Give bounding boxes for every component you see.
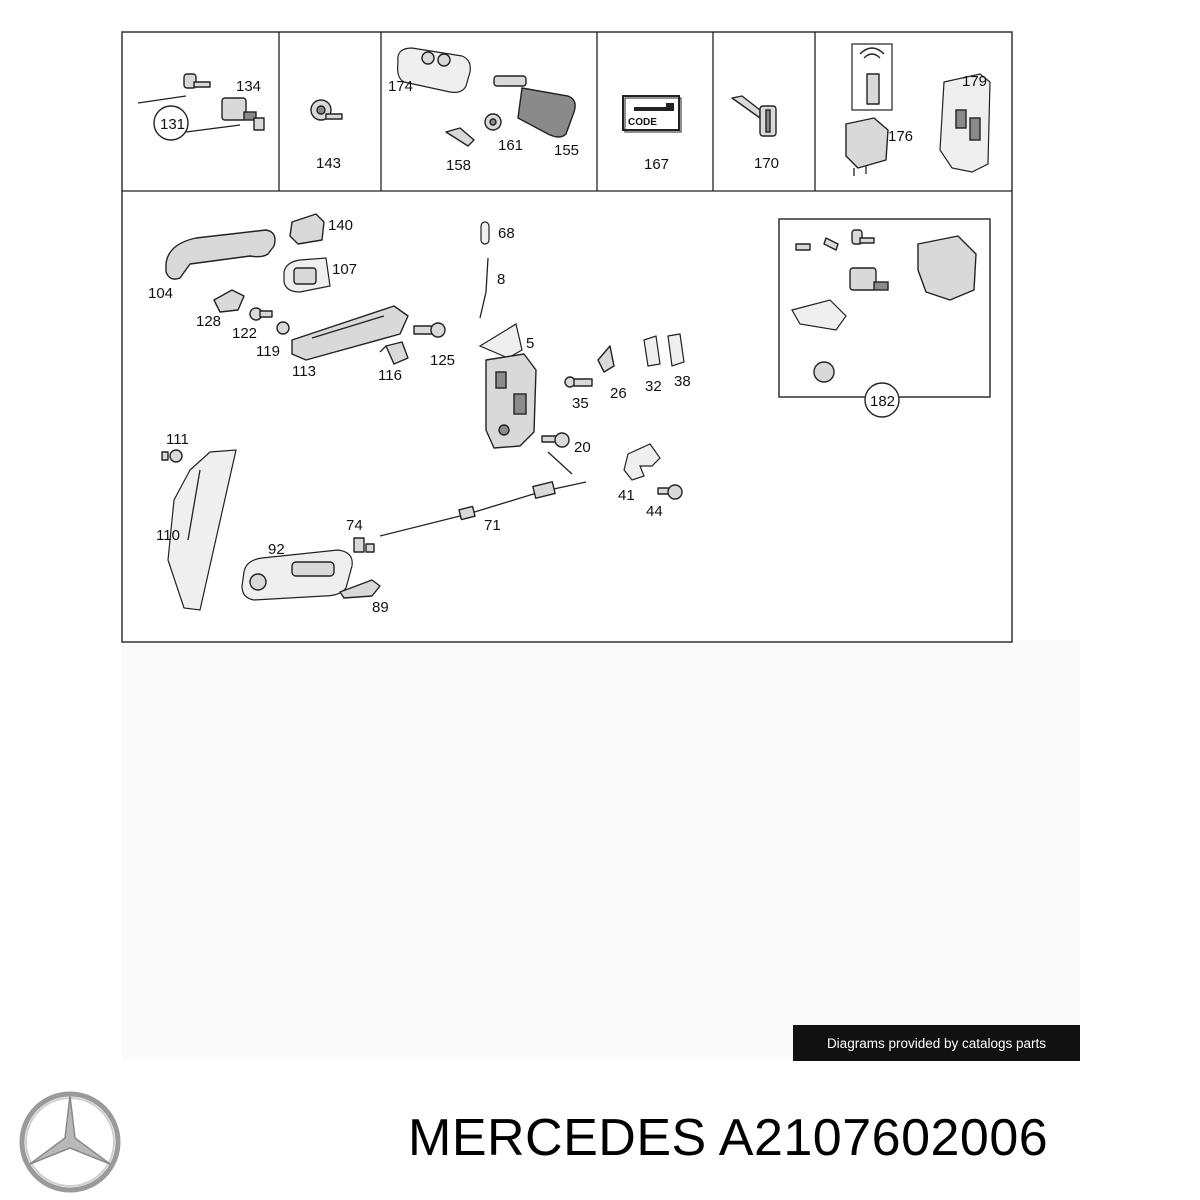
part-key-fob-cover [397,47,471,93]
part-cable-clip [353,537,375,553]
part-clip [213,289,245,313]
callout-111: 111 [166,431,189,448]
part-frame-channel [167,449,237,611]
part-mechanical-key [731,95,777,137]
callout-104: 104 [148,285,173,302]
part-handle-seal [283,257,331,293]
part-handle-trim [339,579,381,599]
callout-122: 122 [232,325,257,342]
callout-circle-182 [864,382,900,418]
part-control-module [845,117,889,176]
mercedes-star-icon [19,1091,121,1193]
callout-71: 71 [484,517,501,534]
callout-44: 44 [646,503,663,520]
callout-182: 182 [870,393,895,410]
callout-107: 107 [332,261,357,278]
callout-110: 110 [156,527,180,544]
part-remote-transmitter [851,43,893,111]
part-rod-clip [480,221,490,245]
part-shim [643,335,661,367]
part-lock-screw [541,432,570,448]
part-cover-plate [667,333,685,367]
parts-diagram: 131 134 143 174 161 155 158 CODE 167 [121,31,1080,1060]
part-striker-bolt [564,376,593,388]
part-key-washer [484,113,502,131]
part-cylinder-nut [310,99,343,121]
part-control-rod [479,257,489,319]
callout-113: 113 [292,363,316,380]
callout-140: 140 [328,217,353,234]
part-catch-screw [657,484,683,500]
part-striker [597,345,615,373]
part-inner-door-handle [241,549,353,601]
product-title: MERCEDES A2107602006 [408,1109,1049,1167]
callout-38: 38 [674,373,691,390]
callout-41: 41 [618,487,635,504]
callout-161: 161 [498,137,523,154]
callout-128: 128 [196,313,221,330]
part-bracket-clip [379,341,409,365]
callout-20: 20 [574,439,591,456]
part-door-catch [623,443,661,481]
callout-143: 143 [316,155,341,172]
part-outer-door-handle [165,229,276,280]
inset-parts [791,229,977,383]
part-door-lock [478,323,537,449]
callout-74: 74 [346,517,363,534]
part-handle-carrier [291,305,409,361]
part-handle-cap [289,213,325,245]
callout-125: 125 [430,352,455,369]
callout-32: 32 [645,378,662,395]
callout-176: 176 [888,128,913,145]
callout-8: 8 [497,271,505,288]
part-screw [249,307,273,321]
part-bolt [413,322,446,338]
callout-158: 158 [446,157,471,174]
callout-119: 119 [256,343,280,360]
diagram-background [122,640,1080,1060]
callout-116: 116 [378,367,402,384]
callout-26: 26 [610,385,627,402]
callout-174: 174 [388,78,413,95]
part-folding-key [493,75,576,138]
code-card-label: CODE [628,117,657,128]
callout-89: 89 [372,599,389,616]
part-key-insert [445,127,475,147]
part-lock-cylinder [221,97,265,131]
callout-155: 155 [554,142,579,159]
callout-5: 5 [526,335,534,352]
callout-131: 131 [160,116,185,133]
callout-circle-131 [153,105,189,141]
part-door-control-unit [939,73,991,173]
part-code-card: CODE [622,95,682,133]
callout-179: 179 [962,73,987,90]
part-key-blank [183,73,211,89]
part-bowden-cable [379,451,587,537]
callout-170: 170 [754,155,779,172]
part-grommet [276,321,290,335]
callout-68: 68 [498,225,515,242]
callout-35: 35 [572,395,589,412]
callout-167: 167 [644,156,669,173]
part-frame-screw [161,449,183,463]
callout-134: 134 [236,78,261,95]
callout-92: 92 [268,541,285,558]
diagram-credit-caption: Diagrams provided by catalogs parts [793,1025,1080,1061]
